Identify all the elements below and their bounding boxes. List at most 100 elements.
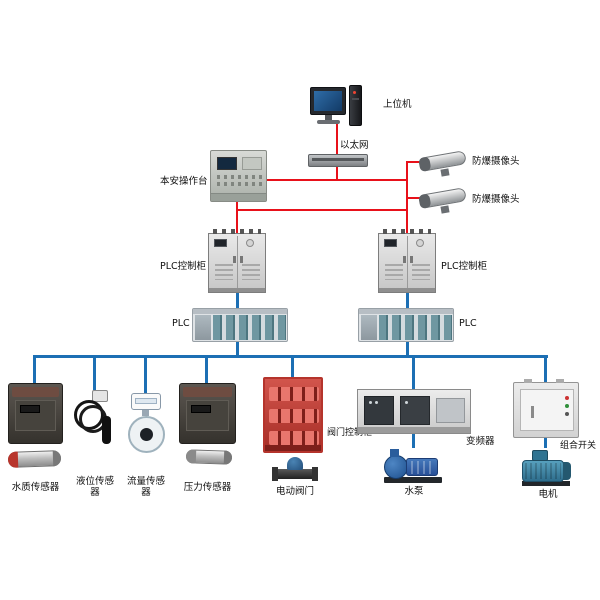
pump-volute [384,455,408,479]
cabinet-display [214,239,227,247]
vfd-indicator [405,401,408,404]
explosion-proof-camera-top [415,145,471,179]
water-pump-label: 水泵 [404,486,424,497]
valve-flange [312,467,318,481]
drop-level [93,355,96,390]
cabinet-display [384,239,397,247]
vfd-indicator [369,401,372,404]
pressure-probe [185,449,233,465]
cabinet-dial [416,239,424,247]
plc-cabinet-left [208,229,266,293]
rack-rail [193,309,287,314]
plc-cabinet-right [378,229,436,293]
rack-power-module [361,315,377,340]
motor-label: 电机 [538,489,558,500]
line-cabinet-left-to-rack [236,292,239,309]
electric-motor [518,448,574,488]
vfd-indicator [375,401,378,404]
switch-port-strip [312,158,364,161]
level-sensor [72,388,118,462]
level-probe [102,416,111,444]
ethernet-switch [308,154,368,167]
transmitter-panel [15,400,56,431]
line-horizontal-upper [267,179,408,181]
plc-rack-right-label: PLC [459,318,477,329]
pressure-transmitter-box [179,383,236,444]
safe-operator-console [210,150,267,202]
camera-lens-hood [418,193,432,210]
rack-io-modules [213,315,286,340]
console-key-row [217,182,262,186]
vfd-base [358,427,470,433]
line-camera-top-stub [406,161,422,163]
console-base [211,193,266,201]
switch-cabinet-door [520,389,574,431]
valve-pipe [274,469,316,479]
flow-sensor-label: 流量传感器 [126,476,165,498]
host-monitor [310,87,346,115]
transmitter-top-strip [183,387,232,397]
level-sensor-head [92,390,108,402]
drop-valve-cabinet [291,355,294,378]
line-console-down [236,202,238,235]
line-horizontal-lower [236,209,408,211]
vfd-cabinet [357,389,471,434]
cabinet-base [379,288,435,292]
camera-lens-hood [418,156,432,173]
combination-switch-cabinet [513,379,579,438]
cabinet-top-terminals [213,229,261,234]
motor-fins [525,463,561,479]
cabinet-top-terminals [383,229,431,234]
cabinet-handle [410,256,413,263]
vfd-side-panel [436,398,465,423]
tower-power-led [353,91,356,94]
valve-cabinet-label: 阀门控制柜 [327,428,373,438]
explosion-proof-camera-bottom [415,182,471,216]
electric-valve-label: 电动阀门 [276,486,315,497]
rack-power-module [195,315,211,340]
drop-combo-switch [544,355,547,383]
host-label: 上位机 [383,99,412,110]
flow-meter-body [128,416,165,453]
transmitter-panel [186,400,229,431]
cabinet-top-fitting [556,379,564,383]
transmitter-window [191,405,211,413]
rack-io-modules [379,315,452,340]
water-pump [382,448,444,484]
pump-motor-fins [411,461,435,474]
line-host-to-switch [336,124,338,155]
valve-cabinet-base [265,445,321,451]
flow-meter-bore [140,428,153,441]
camera-bottom-label: 防爆摄像头 [472,194,520,205]
console-side-panel [242,157,262,170]
transmitter-window [20,405,40,413]
rack-rail [359,309,453,314]
monitor-stand [325,115,332,120]
pump-inlet [390,449,399,457]
camera-mount [440,205,450,214]
console-label: 本安操作台 [160,176,208,187]
vfd-panel [364,396,394,425]
door-handle [531,406,534,418]
cabinet-handle [403,256,406,263]
cabinet-top-fitting [524,379,532,383]
water-quality-probe [7,450,62,468]
plc-rack-left-label: PLC [172,318,190,329]
flow-meter-display [131,393,161,410]
cabinet-vent [215,264,233,280]
host-tower [349,85,362,126]
valve-bank-row [269,387,319,401]
plc-rack-left [192,308,288,342]
cabinet-handle [240,256,243,263]
camera-top-label: 防爆摄像头 [472,156,520,167]
drop-vfd [412,355,415,389]
line-switch-down [336,167,338,181]
tower-drive-slot [352,98,359,100]
valve-bank-row [269,409,319,423]
drop-flow [144,355,147,394]
flow-meter-neck [142,410,149,416]
console-screen [217,157,237,170]
cabinet-door-split [407,236,408,288]
pump-motor [406,458,438,476]
